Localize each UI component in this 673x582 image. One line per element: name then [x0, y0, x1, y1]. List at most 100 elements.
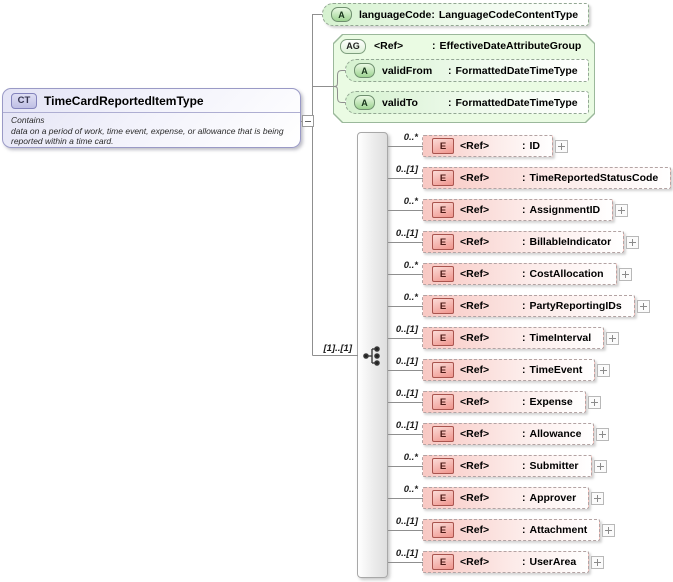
element-row: E <Ref> : CostAllocation	[422, 263, 632, 285]
element-name: CostAllocation	[529, 268, 604, 280]
complex-type-title: TimeCardReportedItemType	[44, 93, 204, 108]
expand-icon[interactable]	[555, 139, 568, 153]
element-box-CostAllocation[interactable]: E <Ref> : CostAllocation	[422, 263, 617, 285]
attribute-type: FormattedDateTimeType	[455, 64, 578, 77]
attribute-group-icon: AG	[340, 39, 366, 54]
element-ref: <Ref>	[460, 396, 490, 408]
attribute-icon: A	[331, 7, 352, 22]
expand-icon[interactable]	[636, 299, 650, 313]
colon-separator: :	[522, 460, 526, 472]
expand-icon[interactable]	[602, 523, 616, 537]
attribute-validTo[interactable]: A validTo : FormattedDateTimeType	[345, 91, 589, 114]
colon-separator: :	[431, 8, 435, 21]
attribute-languageCode[interactable]: A languageCode : LanguageCodeContentType	[322, 3, 590, 26]
element-box-TimeEvent[interactable]: E <Ref> : TimeEvent	[422, 359, 596, 381]
expand-icon[interactable]	[618, 267, 632, 281]
element-name: Allowance	[529, 428, 582, 440]
element-name: BillableIndicator	[529, 236, 612, 248]
colon-separator: :	[432, 40, 436, 52]
expand-icon[interactable]	[591, 555, 605, 569]
cardinality-label: 0..*	[403, 260, 418, 271]
element-row: E <Ref> : PartyReportingIDs	[422, 295, 650, 317]
attribute-name: validTo	[382, 96, 418, 109]
element-icon: E	[432, 394, 454, 410]
attribute-validFrom[interactable]: A validFrom : FormattedDateTimeType	[345, 59, 589, 82]
expand-icon[interactable]	[606, 331, 620, 345]
attribute-group-type: EffectiveDateAttributeGroup	[439, 40, 582, 52]
colon-separator: :	[522, 140, 526, 152]
expand-icon[interactable]	[626, 235, 640, 249]
element-box-PartyReportingIDs[interactable]: E <Ref> : PartyReportingIDs	[422, 295, 635, 317]
element-box-Submitter[interactable]: E <Ref> : Submitter	[422, 455, 592, 477]
element-name: UserArea	[529, 556, 577, 568]
annotation-body: data on a period of work, time event, ex…	[11, 125, 284, 147]
element-name: Attachment	[529, 524, 588, 536]
element-box-TimeInterval[interactable]: E <Ref> : TimeInterval	[422, 327, 605, 349]
element-name: Expense	[529, 396, 573, 408]
colon-separator: :	[522, 300, 526, 312]
colon-separator: :	[522, 524, 526, 536]
attribute-icon: A	[354, 95, 375, 110]
element-box-Allowance[interactable]: E <Ref> : Allowance	[422, 423, 595, 445]
element-box-Expense[interactable]: E <Ref> : Expense	[422, 391, 586, 413]
element-box-TimeReportedStatusCode[interactable]: E <Ref> : TimeReportedStatusCode	[422, 167, 672, 189]
colon-separator: :	[522, 428, 526, 440]
element-row: E <Ref> : AssignmentID	[422, 199, 629, 221]
expand-icon[interactable]	[597, 363, 611, 377]
colon-separator: :	[522, 364, 526, 376]
element-icon: E	[432, 458, 454, 474]
colon-separator: :	[448, 64, 452, 77]
sequence-compositor-bar[interactable]	[357, 132, 388, 578]
colon-separator: :	[522, 236, 526, 248]
element-icon: E	[432, 234, 454, 250]
expand-icon[interactable]	[587, 395, 601, 409]
colon-separator: :	[448, 96, 452, 109]
attribute-group-box[interactable]: AG <Ref> : EffectiveDateAttributeGroup A…	[333, 34, 595, 123]
element-row: E <Ref> : UserArea	[422, 551, 605, 573]
element-name: AssignmentID	[529, 204, 601, 216]
element-row: E <Ref> : Attachment	[422, 519, 616, 541]
element-ref: <Ref>	[460, 524, 490, 536]
sequence-icon	[363, 346, 380, 366]
element-icon: E	[432, 490, 454, 506]
annotation-heading: Contains	[11, 115, 45, 125]
element-box-AssignmentID[interactable]: E <Ref> : AssignmentID	[422, 199, 614, 221]
expand-icon[interactable]	[591, 491, 605, 505]
collapse-icon[interactable]	[302, 115, 314, 127]
element-ref: <Ref>	[460, 428, 490, 440]
colon-separator: :	[522, 492, 526, 504]
element-row: E <Ref> : TimeInterval	[422, 327, 620, 349]
element-box-Attachment[interactable]: E <Ref> : Attachment	[422, 519, 601, 541]
cardinality-label: 0..[1]	[395, 356, 418, 367]
compositor-cardinality: [1]..[1]	[323, 343, 353, 354]
colon-separator: :	[522, 268, 526, 280]
element-ref: <Ref>	[460, 300, 490, 312]
complex-type-box[interactable]: CT TimeCardReportedItemType Contains dat…	[2, 88, 301, 148]
element-icon: E	[432, 138, 454, 154]
cardinality-label: 0..[1]	[395, 228, 418, 239]
element-box-UserArea[interactable]: E <Ref> : UserArea	[422, 551, 590, 573]
element-name: PartyReportingIDs	[529, 300, 622, 312]
element-name: Submitter	[529, 460, 579, 472]
colon-separator: :	[522, 332, 526, 344]
element-ref: <Ref>	[460, 332, 490, 344]
expand-icon[interactable]	[615, 203, 629, 217]
element-icon: E	[432, 330, 454, 346]
element-box-Approver[interactable]: E <Ref> : Approver	[422, 487, 590, 509]
element-row: E <Ref> : Approver	[422, 487, 605, 509]
cardinality-label: 0..[1]	[395, 164, 418, 175]
cardinality-label: 0..[1]	[395, 548, 418, 559]
element-box-BillableIndicator[interactable]: E <Ref> : BillableIndicator	[422, 231, 625, 253]
attribute-type: FormattedDateTimeType	[455, 96, 578, 109]
cardinality-label: 0..[1]	[395, 516, 418, 527]
expand-icon[interactable]	[593, 459, 607, 473]
cardinality-label: 0..*	[403, 452, 418, 463]
expand-icon[interactable]	[596, 427, 610, 441]
element-icon: E	[432, 170, 454, 186]
attribute-name: languageCode	[359, 8, 432, 21]
element-name: ID	[529, 140, 541, 152]
element-row: E <Ref> : Submitter	[422, 455, 607, 477]
complex-type-annotation: Contains data on a period of work, time …	[3, 113, 300, 149]
element-box-ID[interactable]: E <Ref> : ID	[422, 135, 553, 157]
element-icon: E	[432, 298, 454, 314]
